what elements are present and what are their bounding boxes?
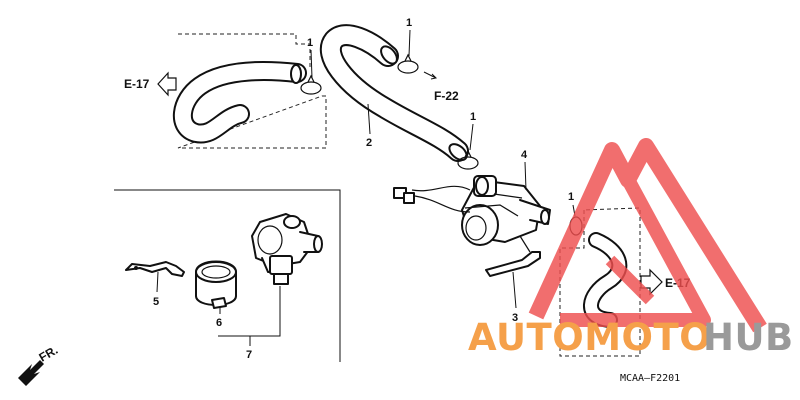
callout-4: 4 xyxy=(521,149,528,161)
bracket xyxy=(485,235,541,277)
valve-set xyxy=(251,213,323,285)
leader-3 xyxy=(512,271,517,309)
callout-7: 7 xyxy=(246,349,252,361)
callout-5: 5 xyxy=(153,296,159,308)
arrow-f22-icon xyxy=(423,71,438,80)
callout-2: 2 xyxy=(366,137,372,149)
callout-1-top-right: 1 xyxy=(406,17,412,29)
watermark-logo xyxy=(528,138,767,333)
watermark-text: AUTOMOTO HUB xyxy=(468,316,794,359)
leader-1-top-right xyxy=(408,29,411,57)
leader-4 xyxy=(524,161,527,191)
callout-3: 3 xyxy=(512,312,518,324)
callout-6: 6 xyxy=(216,317,222,329)
stay xyxy=(125,261,185,277)
hose-left xyxy=(172,61,307,144)
leader-1-top-left xyxy=(310,49,313,79)
connector-icon xyxy=(393,185,471,213)
valve-assembly xyxy=(461,175,551,246)
callout-1-mid: 1 xyxy=(470,111,476,123)
clip-icon xyxy=(457,149,479,170)
leader-2 xyxy=(367,103,371,135)
svg-text:AUTOMOTO: AUTOMOTO xyxy=(468,316,711,359)
leader-5 xyxy=(156,271,159,293)
leader-7 xyxy=(218,286,281,337)
arrow-left-icon xyxy=(157,71,177,97)
callout-1-right: 1 xyxy=(568,191,574,203)
rubber-mount xyxy=(195,260,237,309)
section-divider xyxy=(114,189,341,362)
hose-main xyxy=(319,24,469,162)
callout-1-top-left: 1 xyxy=(307,37,313,49)
dashed-outline-right xyxy=(559,207,641,357)
svg-text:HUB: HUB xyxy=(703,316,794,359)
hose-right xyxy=(583,232,628,328)
clip-icon xyxy=(397,53,419,74)
ref-label-left: E-17 xyxy=(124,77,150,91)
leader-1-mid xyxy=(469,123,474,151)
drawing-code: MCAA—F2201 xyxy=(620,373,680,384)
ref-label-top: F-22 xyxy=(434,89,459,103)
front-arrow-icon xyxy=(18,360,44,386)
clip-icon xyxy=(300,74,322,95)
